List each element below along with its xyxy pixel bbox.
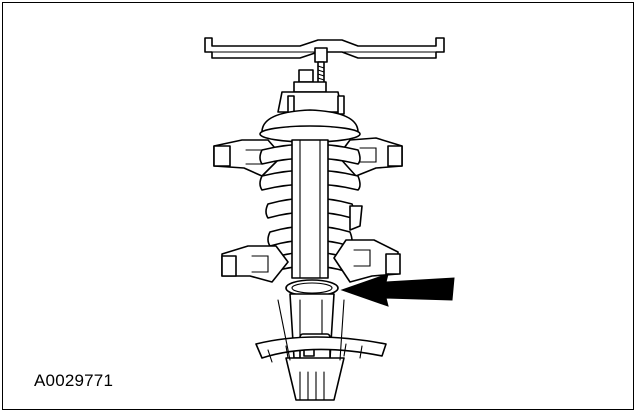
steering-knuckle <box>255 299 387 401</box>
callout-arrow <box>340 273 455 307</box>
figure-id-label: A0029771 <box>34 371 114 390</box>
lower-spring-seat <box>285 279 339 297</box>
strut-body <box>291 139 329 279</box>
strut-tube <box>289 293 335 363</box>
upper-mount <box>259 109 361 143</box>
upper-mount-nut <box>277 69 345 115</box>
lower-compressor-arms <box>221 205 401 283</box>
